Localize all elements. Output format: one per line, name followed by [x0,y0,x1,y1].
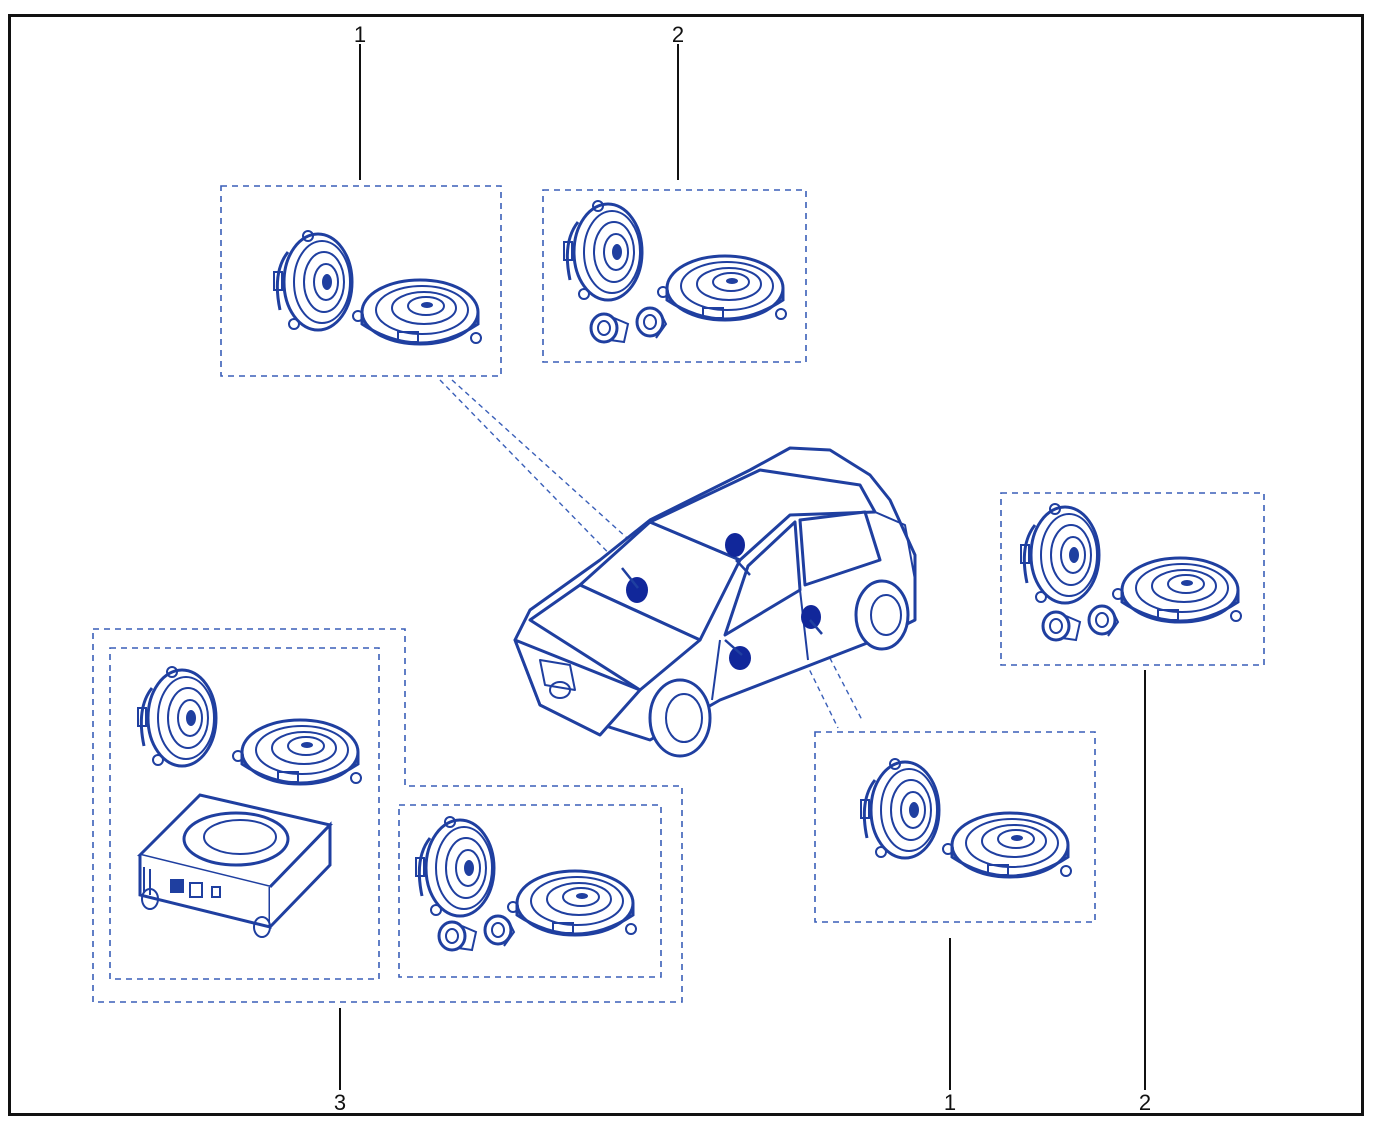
marker-arrows [621,559,823,656]
speaker-icon [1111,556,1243,624]
speaker-icon [414,815,496,918]
group-box-3-outer [92,628,683,1003]
tweeter-icon [589,306,668,344]
group-box-1-bottom [814,731,1096,923]
speaker-set-2-right [1019,502,1243,642]
group-box-3-inner-left [109,647,380,980]
callout-top-middle: 2 [672,22,684,47]
callout-bottom-right-a: 1 [944,1090,956,1115]
marker-rear-door [801,605,821,629]
group-box-2-right [1000,492,1265,666]
car-icon [513,446,917,758]
speaker-position-markers [626,533,821,670]
marker-front-door [729,646,751,670]
speaker-icon [859,757,941,860]
callout-labels: 1 2 3 1 2 [334,22,1151,1115]
speaker-icon [562,199,644,302]
speaker-icon [506,869,638,937]
callout-bottom-right-b: 2 [1139,1090,1151,1115]
speaker-icon [136,665,218,768]
speaker-set-1-bottom [859,757,1073,879]
speaker-icon [351,278,483,346]
speaker-icon [1019,502,1101,605]
callout-top-left: 1 [354,22,366,47]
speaker-icon [272,229,354,332]
group-box-2-top [542,189,807,363]
callout-bottom-left: 3 [334,1090,346,1115]
dashed-group-boxes [92,185,1265,1003]
speaker-icon [231,718,363,786]
marker-front-door-top [725,533,745,557]
tweeter-icon [1041,604,1120,642]
speaker-icon [941,811,1073,879]
group-box-3-inner-right [398,804,662,978]
speaker-icon [656,254,788,322]
group-box-1-top [220,185,502,377]
speaker-set-2-top [562,199,788,344]
tweeter-icon [437,914,516,952]
speaker-set-1-top [272,229,483,346]
leader-lines [339,44,1146,1090]
marker-dash [626,577,648,603]
subwoofer-box-icon [138,793,332,939]
